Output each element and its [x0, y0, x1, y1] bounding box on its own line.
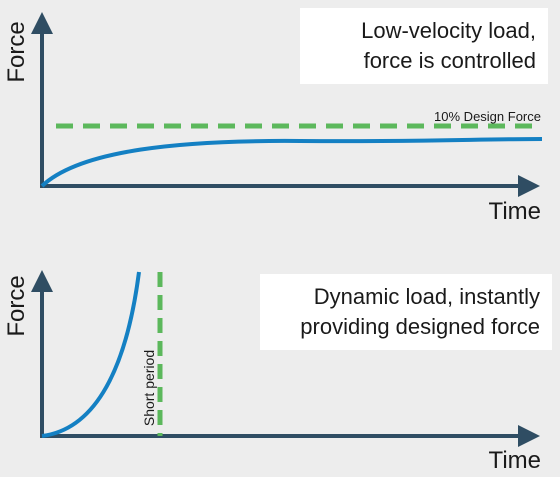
bottom-graph: Force Time Short period	[3, 270, 541, 474]
top-x-axis-arrowhead	[518, 175, 540, 197]
bottom-note-line2: providing designed force	[300, 314, 540, 339]
top-x-axis-label: Time	[489, 198, 541, 225]
short-period-label: Short period	[141, 350, 157, 426]
bottom-x-axis-label: Time	[489, 447, 541, 474]
bottom-force-curve	[41, 271, 141, 438]
top-y-axis-label: Force	[3, 21, 30, 82]
bottom-x-axis-arrowhead	[518, 425, 540, 447]
top-note-box: Low-velocity load, force is controlled	[300, 8, 548, 84]
bottom-y-axis-arrowhead	[31, 270, 53, 292]
bottom-y-axis-label: Force	[3, 275, 30, 336]
bottom-note-box: Dynamic load, instantly providing design…	[260, 274, 552, 350]
top-note-line1: Low-velocity load,	[361, 18, 536, 43]
threshold-label: 10% Design Force	[434, 109, 541, 124]
top-graph: Force Time 10% Design Force	[3, 12, 543, 225]
top-note-line2: force is controlled	[363, 48, 536, 73]
top-force-curve	[40, 137, 543, 188]
top-y-axis-arrowhead	[31, 12, 53, 34]
bottom-note-line1: Dynamic load, instantly	[313, 284, 540, 309]
